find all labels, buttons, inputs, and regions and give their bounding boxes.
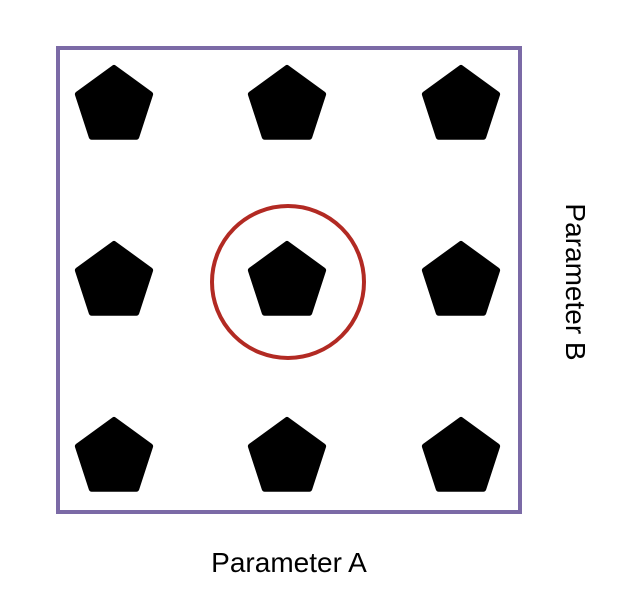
pentagon-marker-r1-c2 bbox=[247, 65, 327, 140]
pentagon-marker-r1-c1 bbox=[74, 65, 154, 140]
highlight-circle bbox=[210, 204, 366, 360]
y-axis-label: Parameter B bbox=[560, 203, 591, 360]
pentagon-marker-r3-c3 bbox=[421, 417, 501, 492]
x-axis-label: Parameter A bbox=[211, 547, 367, 578]
pentagon-marker-r2-c2 bbox=[247, 241, 327, 316]
pentagon-marker-r2-c1 bbox=[74, 241, 154, 316]
grid-frame bbox=[56, 46, 522, 514]
pentagon-marker-r1-c3 bbox=[421, 65, 501, 140]
pentagon-markers bbox=[74, 65, 501, 492]
pentagon-marker-r3-c2 bbox=[247, 417, 327, 492]
pentagon-marker-r3-c1 bbox=[74, 417, 154, 492]
pentagon-marker-r2-c3 bbox=[421, 241, 501, 316]
